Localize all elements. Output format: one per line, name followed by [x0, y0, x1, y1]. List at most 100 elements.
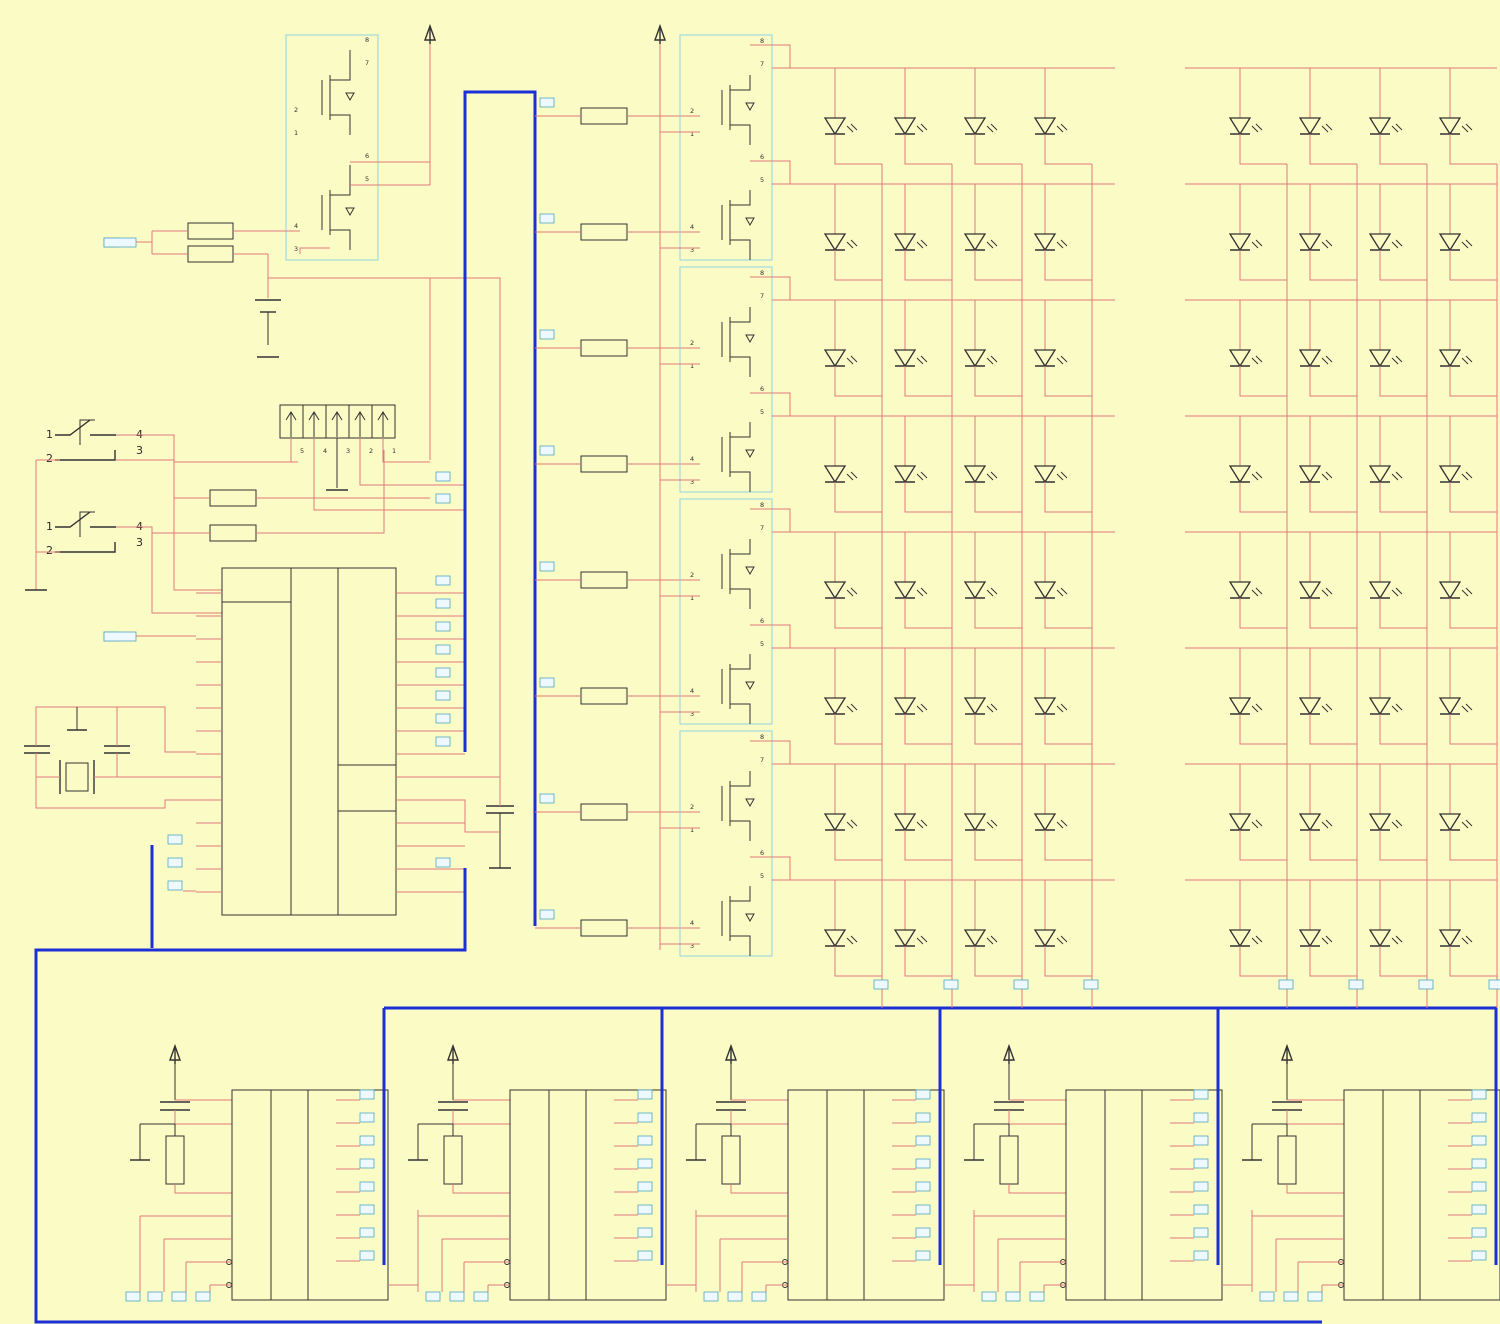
rext-resistor: [1277, 1135, 1297, 1185]
mosfet-pin-number: 2: [690, 571, 694, 579]
out-flag: [915, 1250, 931, 1261]
row-flag: [539, 561, 555, 572]
led-matrix: [772, 67, 1500, 1008]
led: [823, 880, 882, 977]
led: [1368, 648, 1427, 745]
led: [1033, 880, 1092, 977]
supply-arrow-icon: [169, 1043, 181, 1064]
q6-pin-number: 3: [294, 245, 298, 253]
row-flag: [539, 213, 555, 224]
led: [1438, 764, 1497, 861]
r17-resistor: [187, 222, 234, 240]
led: [1033, 416, 1092, 513]
mosfet-pin-number: 8: [760, 37, 764, 45]
clk-flag: [703, 1291, 719, 1302]
mcu-rb-flag: [435, 575, 451, 586]
mcu-right-pin: [396, 713, 465, 732]
column-flag-box: [1083, 979, 1099, 990]
mosfet-pin-number: 4: [690, 919, 694, 927]
rext-body: [1277, 1135, 1297, 1185]
stb-flag: [449, 1291, 465, 1302]
mosfet-pin-number: 4: [690, 455, 694, 463]
row-resistor-body: [580, 223, 628, 241]
xp1-pin-number: 1: [392, 447, 396, 455]
en-flag-mcu: [167, 857, 183, 868]
rext-resistor: [721, 1135, 741, 1185]
mcu-body: [221, 567, 397, 916]
out-flag: [637, 1204, 653, 1215]
led: [1033, 300, 1092, 397]
switch-pin: 1: [46, 428, 53, 441]
led: [1298, 416, 1357, 513]
en-flag: [473, 1291, 489, 1302]
out-flag: [915, 1112, 931, 1123]
mosfet-pin-number: 2: [690, 339, 694, 347]
oscillator: [24, 706, 196, 809]
out-flag: [637, 1227, 653, 1238]
mcu-right-pin: [396, 690, 465, 709]
r14-resistor: [209, 489, 257, 507]
mosfet-pin-number: 8: [760, 501, 764, 509]
led: [1228, 68, 1287, 165]
column-flag-box: [1348, 979, 1364, 990]
led: [1368, 184, 1427, 281]
mosfet-pin-number: 7: [760, 756, 764, 764]
row-flag: [539, 909, 555, 920]
led: [1368, 532, 1427, 629]
tb62705-chip: [125, 1008, 419, 1302]
tb62705-chip: [686, 1008, 975, 1302]
out-flag: [1193, 1158, 1209, 1169]
led: [1228, 648, 1287, 745]
stb-flag: [171, 1291, 187, 1302]
led: [1368, 764, 1427, 861]
out-flag: [915, 1181, 931, 1192]
q6-pin-number: 8: [365, 36, 369, 44]
led: [1228, 764, 1287, 861]
out-flag: [1193, 1112, 1209, 1123]
mosfet-pin-number: 7: [760, 292, 764, 300]
en-flag: [751, 1291, 767, 1302]
row-flag: [539, 793, 555, 804]
led: [1298, 184, 1357, 281]
row-resistor: [535, 561, 700, 589]
column-flag: [1418, 979, 1434, 1008]
led: [963, 416, 1022, 513]
column-flag-box: [943, 979, 959, 990]
led: [1438, 648, 1497, 745]
out-flag: [359, 1250, 375, 1261]
led: [1368, 300, 1427, 397]
mosfet-pin-number: 7: [760, 524, 764, 532]
column-flag-box: [1488, 979, 1500, 990]
q6-pin-number: 7: [365, 59, 369, 67]
supply-arrow-icon: [654, 23, 666, 44]
out-flag: [1471, 1181, 1487, 1192]
out-flag: [1471, 1089, 1487, 1100]
out-flag: [1471, 1158, 1487, 1169]
column-flag: [1083, 979, 1099, 1008]
led: [1033, 648, 1092, 745]
flag-l7-prog: [435, 471, 451, 482]
row-resistor-body: [580, 571, 628, 589]
column-flag: [1348, 979, 1364, 1008]
led: [963, 532, 1022, 629]
xp1-pin-number: 2: [369, 447, 373, 455]
mosfet-outline: [679, 498, 773, 725]
column-flag-box: [1013, 979, 1029, 990]
out-flag: [1193, 1089, 1209, 1100]
out-flag: [915, 1135, 931, 1146]
mcu-pic16f876: [103, 567, 514, 948]
din-flag: [125, 1291, 141, 1302]
led: [1228, 880, 1287, 977]
supply-arrow-icon: [1003, 1043, 1015, 1064]
switch-pin: 3: [136, 536, 143, 549]
led: [823, 416, 882, 513]
out-flag: [915, 1158, 931, 1169]
mcu-rb-flag: [435, 598, 451, 609]
led: [893, 300, 952, 397]
stb-flag: [1005, 1291, 1021, 1302]
clk-flag-mcu: [167, 880, 183, 891]
tb62705-chip: [408, 1008, 697, 1302]
